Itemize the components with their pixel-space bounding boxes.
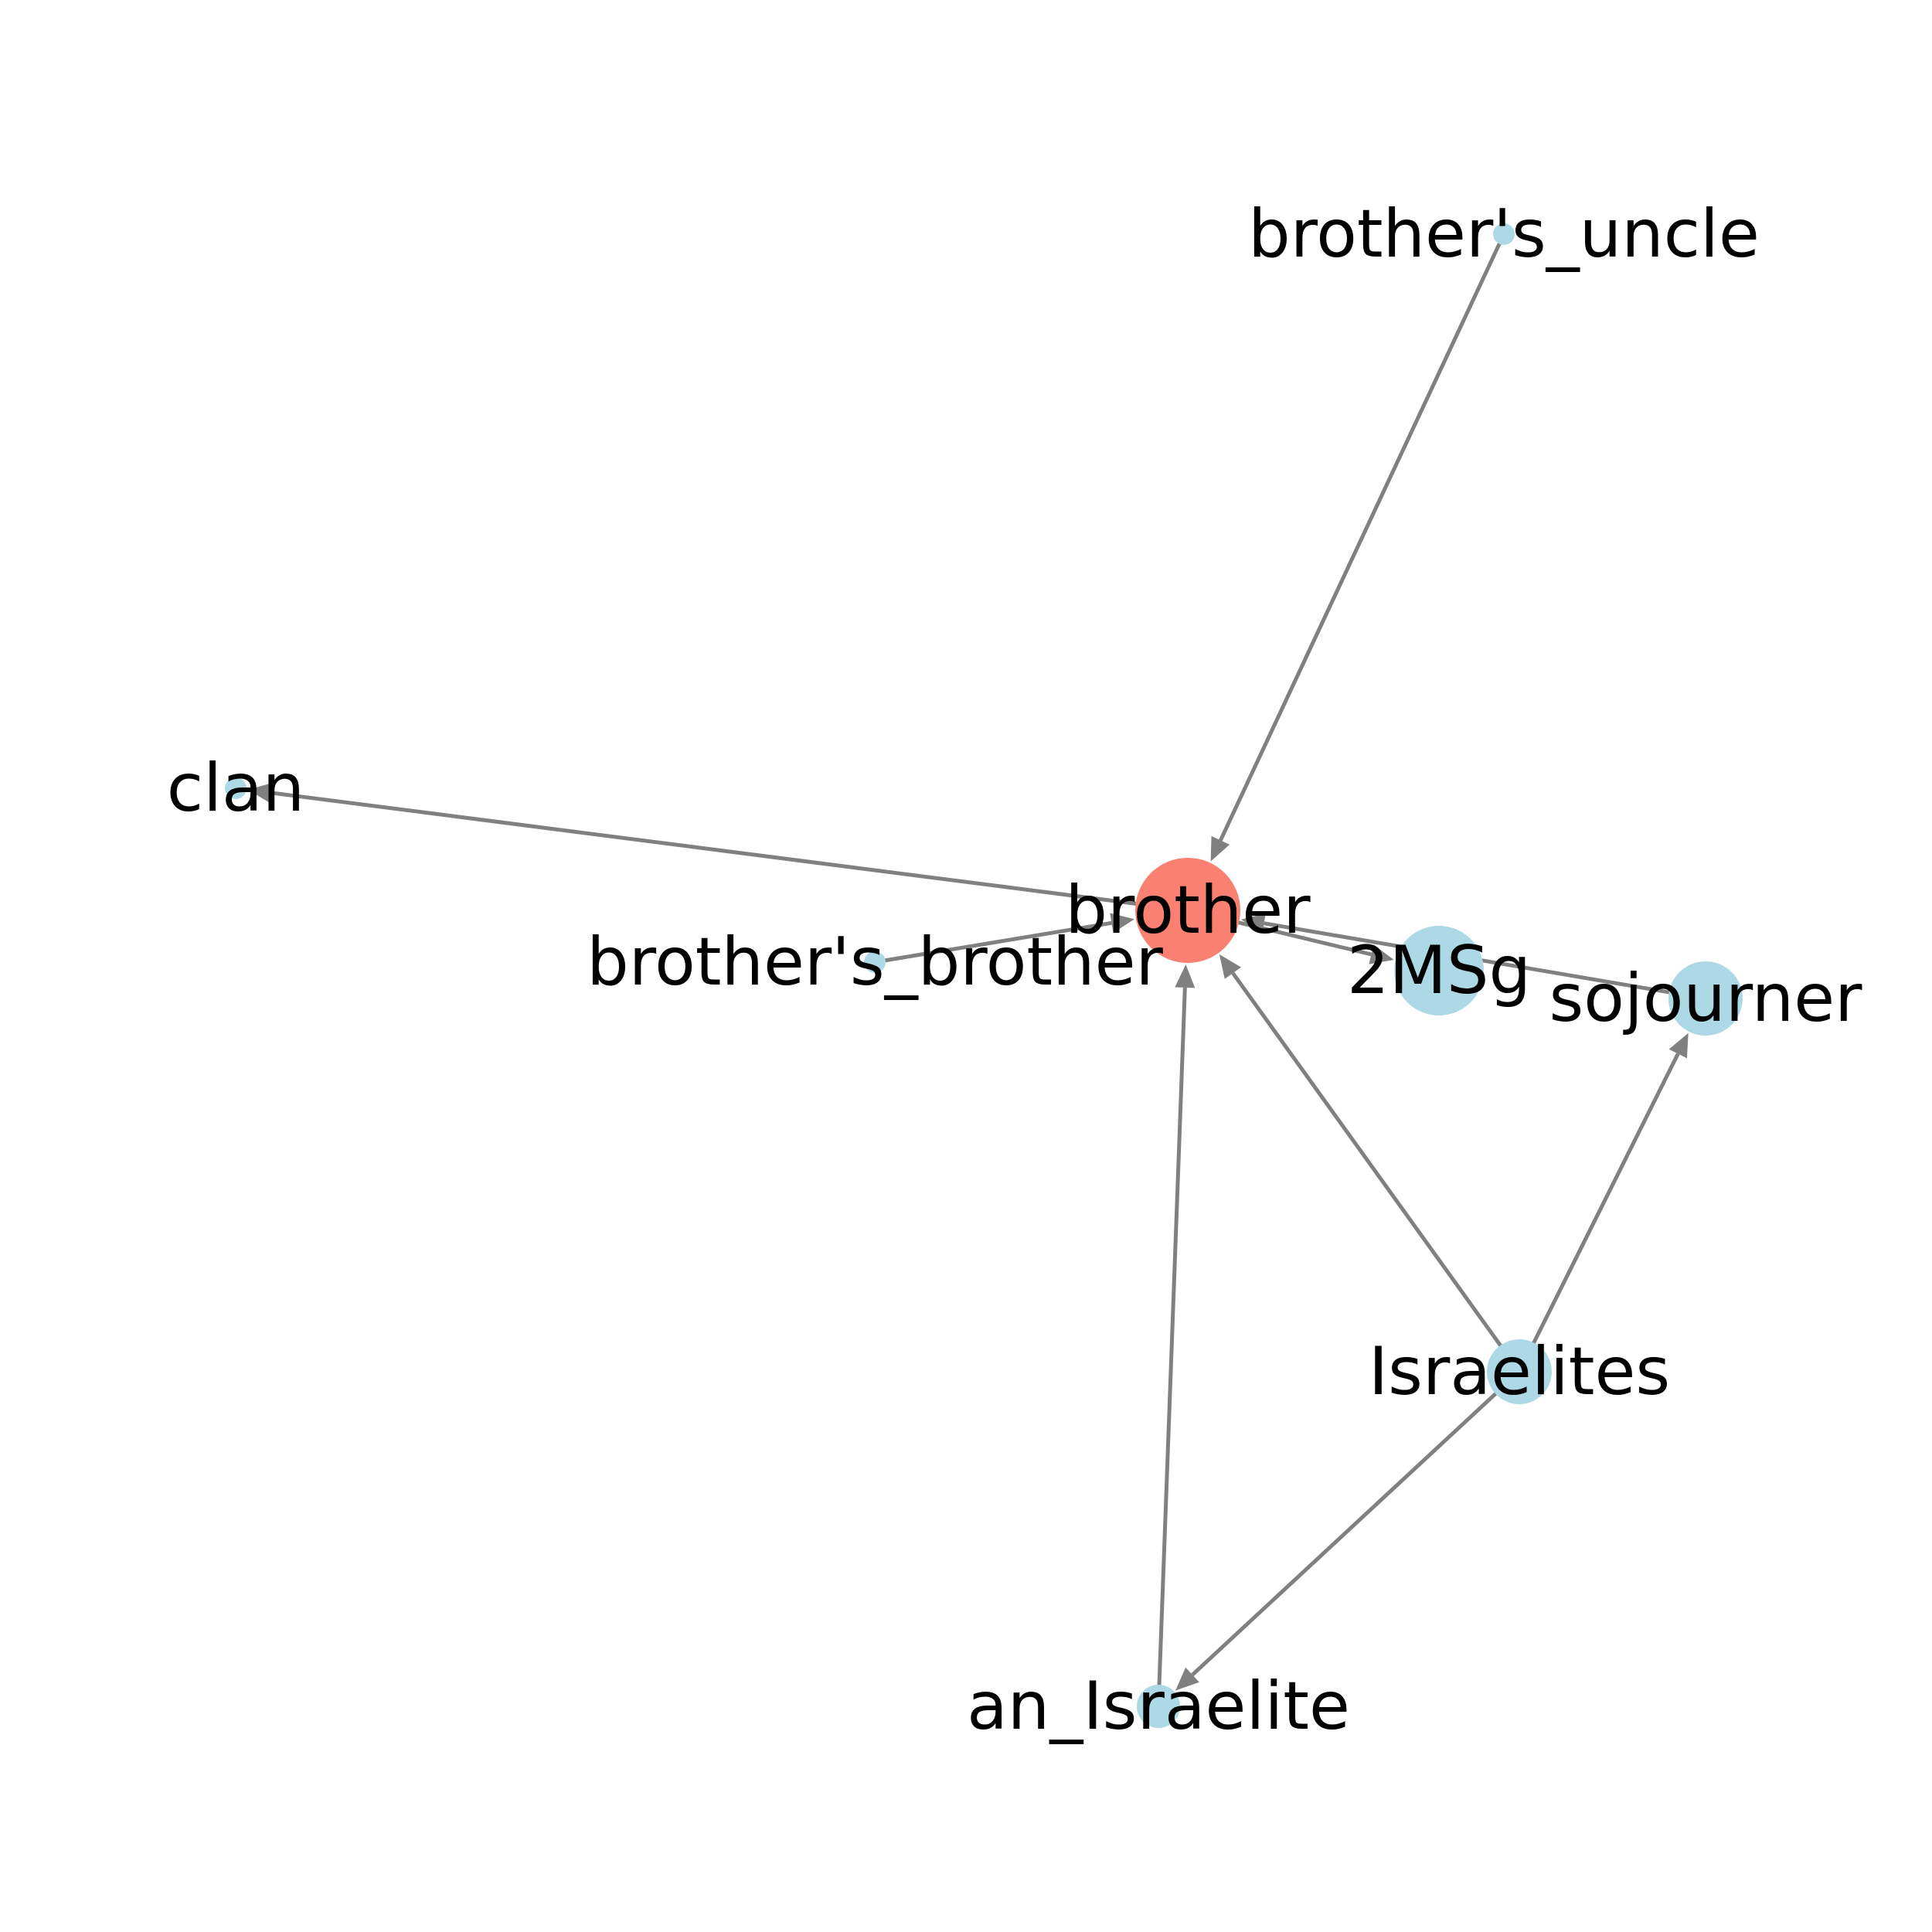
node-label-2MSg: 2MSg bbox=[1347, 932, 1531, 1009]
node-label-an_Israelite: an_Israelite bbox=[967, 1668, 1350, 1745]
node-clan[interactable] bbox=[225, 777, 247, 799]
arrowhead-icon bbox=[1241, 913, 1266, 934]
arrowhead-icon bbox=[1369, 944, 1394, 964]
arrowhead-icon bbox=[1175, 964, 1196, 988]
arrowhead-icon bbox=[1175, 1667, 1199, 1691]
node-label-Israelites: Israelites bbox=[1369, 1333, 1670, 1410]
edge-brothers_uncle-to-brother bbox=[1210, 233, 1506, 862]
edge-line bbox=[270, 791, 1189, 913]
node-label-brothers_uncle: brother's_uncle bbox=[1248, 196, 1760, 273]
edge-an_Israelite-to-brother bbox=[1156, 964, 1196, 1707]
edge-Israelites-to-brother bbox=[1219, 954, 1522, 1373]
arrowhead-icon bbox=[1210, 835, 1230, 862]
edge-line bbox=[1219, 233, 1506, 842]
arrowhead-icon bbox=[247, 782, 273, 803]
node-label-brother: brother bbox=[1065, 872, 1311, 949]
edge-sojourner-to-brother bbox=[1241, 913, 1706, 1001]
edges-layer bbox=[247, 233, 1706, 1707]
node-brothers_uncle[interactable] bbox=[1493, 223, 1515, 245]
edge-line bbox=[1231, 971, 1522, 1373]
edge-Israelites-to-sojourner bbox=[1517, 1032, 1689, 1373]
edge-line bbox=[874, 920, 1112, 964]
node-label-brothers_brother: brother's_brother bbox=[587, 923, 1163, 1001]
node-label-sojourner: sojourner bbox=[1549, 960, 1862, 1037]
node-2MSg[interactable] bbox=[1394, 926, 1484, 1015]
node-brother[interactable] bbox=[1135, 858, 1240, 963]
arrowhead-icon bbox=[1219, 954, 1241, 979]
node-label-clan: clan bbox=[167, 750, 304, 827]
node-Israelites[interactable] bbox=[1487, 1339, 1552, 1404]
node-an_Israelite[interactable] bbox=[1137, 1685, 1180, 1728]
edge-brother-to-clan bbox=[247, 782, 1189, 913]
nodes-layer bbox=[225, 223, 1743, 1728]
edge-Israelites-to-an_Israelite bbox=[1175, 1370, 1521, 1691]
arrowhead-icon bbox=[1668, 1032, 1689, 1059]
edge-line bbox=[1264, 921, 1706, 1001]
node-brothers_brother[interactable] bbox=[864, 951, 886, 973]
edge-brothers_brother-to-brother bbox=[874, 913, 1134, 964]
edge-line bbox=[1156, 987, 1187, 1707]
node-sojourner[interactable] bbox=[1668, 961, 1743, 1036]
edge-line bbox=[1191, 1370, 1521, 1677]
arrowhead-icon bbox=[1110, 913, 1134, 934]
edge-line bbox=[1517, 1053, 1680, 1373]
